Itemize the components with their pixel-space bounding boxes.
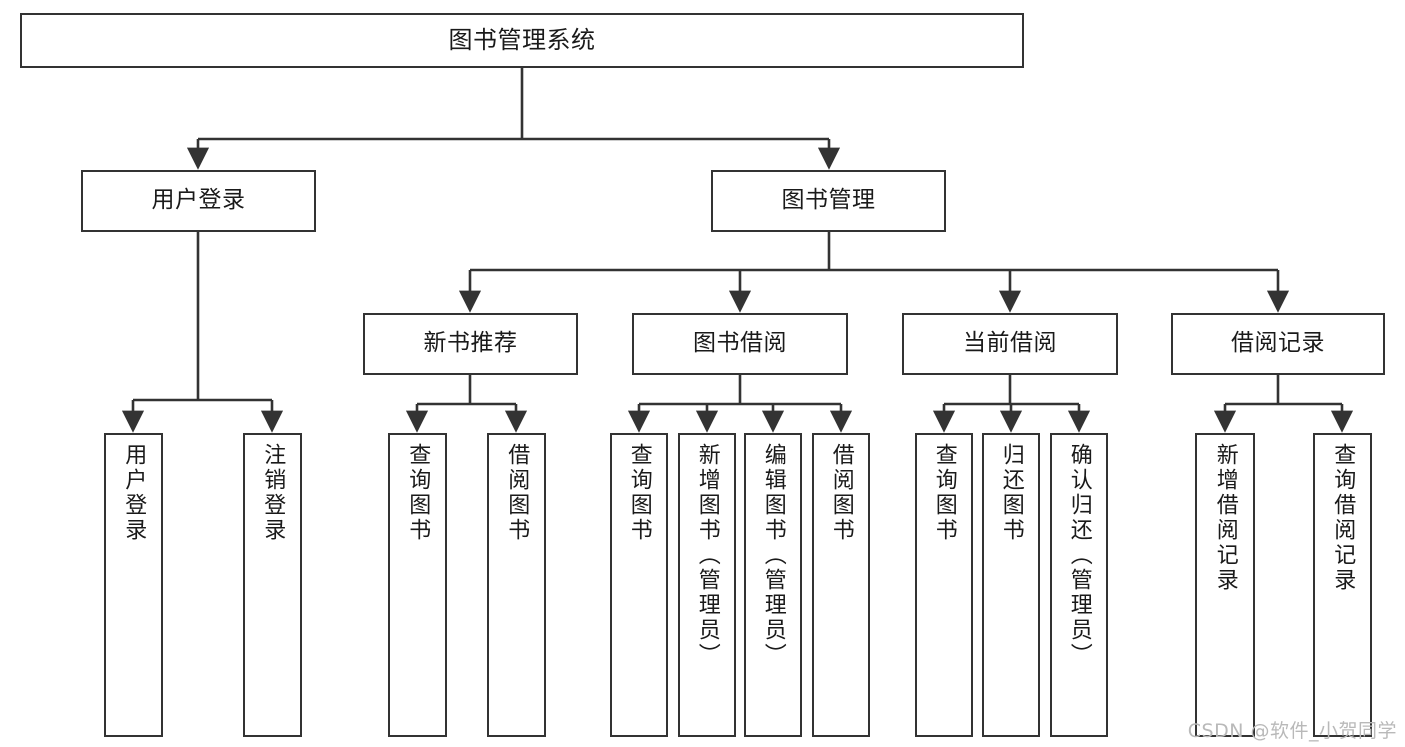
node-leaf-user-login[interactable]: 用户登录 [104,433,163,737]
node-leaf-query-record-label: 查询借阅记录 [1330,443,1356,593]
node-book-manage[interactable]: 图书管理 [711,170,946,232]
node-leaf-borrow-book-2[interactable]: 借阅图书 [812,433,870,737]
node-leaf-logout[interactable]: 注销登录 [243,433,302,737]
node-book-borrow[interactable]: 图书借阅 [632,313,848,375]
node-leaf-query-book-1[interactable]: 查询图书 [388,433,447,737]
node-borrow-record-label: 借阅记录 [1231,330,1325,357]
node-leaf-confirm-return-label: 确认归还（管理员） [1066,443,1092,668]
node-leaf-query-record[interactable]: 查询借阅记录 [1313,433,1372,737]
node-leaf-return-book-label: 归还图书 [998,443,1024,543]
node-leaf-edit-book-label: 编辑图书（管理员） [760,443,786,668]
node-current-borrow[interactable]: 当前借阅 [902,313,1118,375]
node-leaf-query-book-1-label: 查询图书 [405,443,431,543]
node-root-label: 图书管理系统 [448,26,596,55]
node-leaf-add-book-label: 新增图书（管理员） [694,443,720,668]
node-new-book-rec[interactable]: 新书推荐 [363,313,578,375]
node-leaf-logout-label: 注销登录 [260,443,286,543]
node-leaf-borrow-book-2-label: 借阅图书 [828,443,854,543]
node-leaf-confirm-return[interactable]: 确认归还（管理员） [1050,433,1108,737]
node-leaf-add-record[interactable]: 新增借阅记录 [1195,433,1255,737]
node-user-login-label: 用户登录 [151,187,246,214]
node-root[interactable]: 图书管理系统 [20,13,1024,68]
node-leaf-add-book[interactable]: 新增图书（管理员） [678,433,736,737]
node-book-manage-label: 图书管理 [781,187,876,214]
node-current-borrow-label: 当前借阅 [963,330,1057,357]
node-leaf-edit-book[interactable]: 编辑图书（管理员） [744,433,802,737]
node-leaf-add-record-label: 新增借阅记录 [1212,443,1238,593]
csdn-watermark: CSDN @软件_小贺同学 [1187,720,1397,742]
node-leaf-query-book-2-label: 查询图书 [626,443,652,543]
node-leaf-return-book[interactable]: 归还图书 [982,433,1040,737]
node-leaf-query-book-3-label: 查询图书 [931,443,957,543]
node-new-book-rec-label: 新书推荐 [423,330,518,357]
node-leaf-query-book-2[interactable]: 查询图书 [610,433,668,737]
node-leaf-borrow-book-1[interactable]: 借阅图书 [487,433,546,737]
node-user-login[interactable]: 用户登录 [81,170,316,232]
node-leaf-user-login-label: 用户登录 [121,443,147,543]
node-leaf-query-book-3[interactable]: 查询图书 [915,433,973,737]
node-borrow-record[interactable]: 借阅记录 [1171,313,1385,375]
node-book-borrow-label: 图书借阅 [693,330,787,357]
node-leaf-borrow-book-1-label: 借阅图书 [504,443,530,543]
